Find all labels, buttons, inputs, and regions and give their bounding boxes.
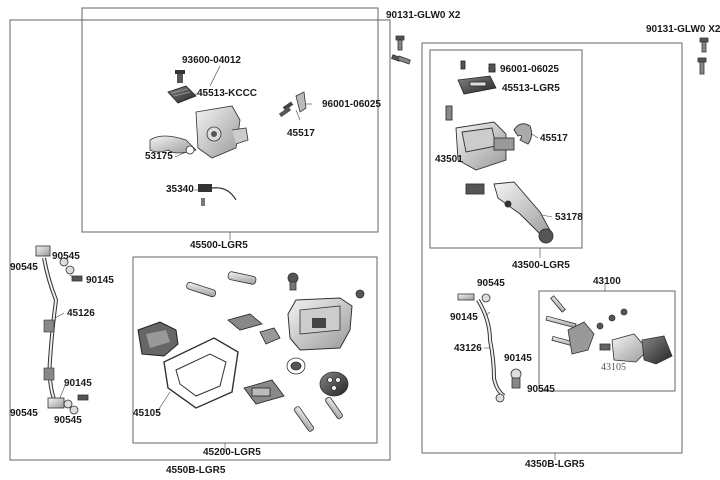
left-cap-drawing <box>167 85 197 104</box>
label-left-washer-bottom-a: 90545 <box>10 408 38 419</box>
frame-left-caliper <box>132 256 378 444</box>
label-left-master-cylinder: 45500-LGR5 <box>190 240 248 251</box>
label-left-washer-top-b: 90545 <box>10 262 38 273</box>
label-right-hose: 43126 <box>454 343 482 354</box>
label-left-cap: 45513-KCCC <box>197 88 258 99</box>
mount-bolts-right-drawing <box>697 37 709 75</box>
frame-left-assembly <box>9 19 391 461</box>
left-bolt-drawing <box>278 91 307 118</box>
frame-right-master-cylinder <box>429 49 583 249</box>
label-left-switch: 35340 <box>166 184 194 195</box>
right-caliper-drawing <box>545 295 673 365</box>
label-left-assembly: 4550B-LGR5 <box>166 465 226 476</box>
label-left-lever: 53175 <box>145 151 173 162</box>
left-screw-drawing <box>175 70 185 83</box>
right-body-drawing <box>445 105 515 171</box>
label-left-hose: 45126 <box>67 308 95 319</box>
left-bracket-drawing <box>137 321 239 409</box>
label-right-bolt-top: 90145 <box>450 312 478 323</box>
label-left-pad-kit: 45105 <box>133 408 161 419</box>
frame-right-assembly <box>421 42 683 454</box>
left-lever-drawing <box>149 135 197 155</box>
label-right-pad-kit: 43105 <box>601 362 626 373</box>
label-left-washer-top-a: 90545 <box>52 251 80 262</box>
label-right-body: 43501 <box>435 154 463 165</box>
label-right-holder: 45517 <box>540 133 568 144</box>
left-pin-drawings <box>186 271 365 299</box>
label-left-washer-bottom-b: 90545 <box>54 415 82 426</box>
label-right-assembly: 4350B-LGR5 <box>525 459 585 470</box>
label-right-lever: 53178 <box>555 212 583 223</box>
left-reservoir-drawing <box>195 105 249 159</box>
label-right-bolt-bottom: 90145 <box>504 353 532 364</box>
label-right-caliper: 43100 <box>593 276 621 287</box>
label-left-bolt-bottom: 90145 <box>64 378 92 389</box>
left-switch-drawing <box>198 184 237 206</box>
left-piston-drawing <box>286 357 349 432</box>
label-right-bolt: 96001-06025 <box>500 64 559 75</box>
right-holder-drawing <box>513 123 533 145</box>
label-left-holder: 45517 <box>287 128 315 139</box>
left-hose-fittings-drawing <box>59 257 89 415</box>
right-cap-drawing <box>457 60 497 95</box>
left-hose-drawing <box>35 245 65 409</box>
right-lever-drawing <box>465 181 554 244</box>
right-hose-drawing <box>457 293 522 403</box>
mount-bolts-left-drawing <box>391 35 411 65</box>
label-left-bolt-top: 90145 <box>86 275 114 286</box>
label-left-caliper: 45200-LGR5 <box>203 447 261 458</box>
left-pads-drawing <box>227 313 285 405</box>
frame-right-caliper <box>538 290 676 392</box>
label-mount-bolt-left: 90131-GLW0 X2 <box>386 10 461 21</box>
label-right-washer-bottom: 90545 <box>527 384 555 395</box>
label-right-washer-top: 90545 <box>477 278 505 289</box>
label-right-cap: 45513-LGR5 <box>502 83 560 94</box>
left-caliper-body-drawing <box>287 297 353 351</box>
label-mount-bolt-right: 90131-GLW0 X2 <box>646 24 720 35</box>
label-right-master-cylinder: 43500-LGR5 <box>512 260 570 271</box>
label-left-screw: 93600-04012 <box>182 55 241 66</box>
label-left-bolt: 96001-06025 <box>322 99 381 110</box>
